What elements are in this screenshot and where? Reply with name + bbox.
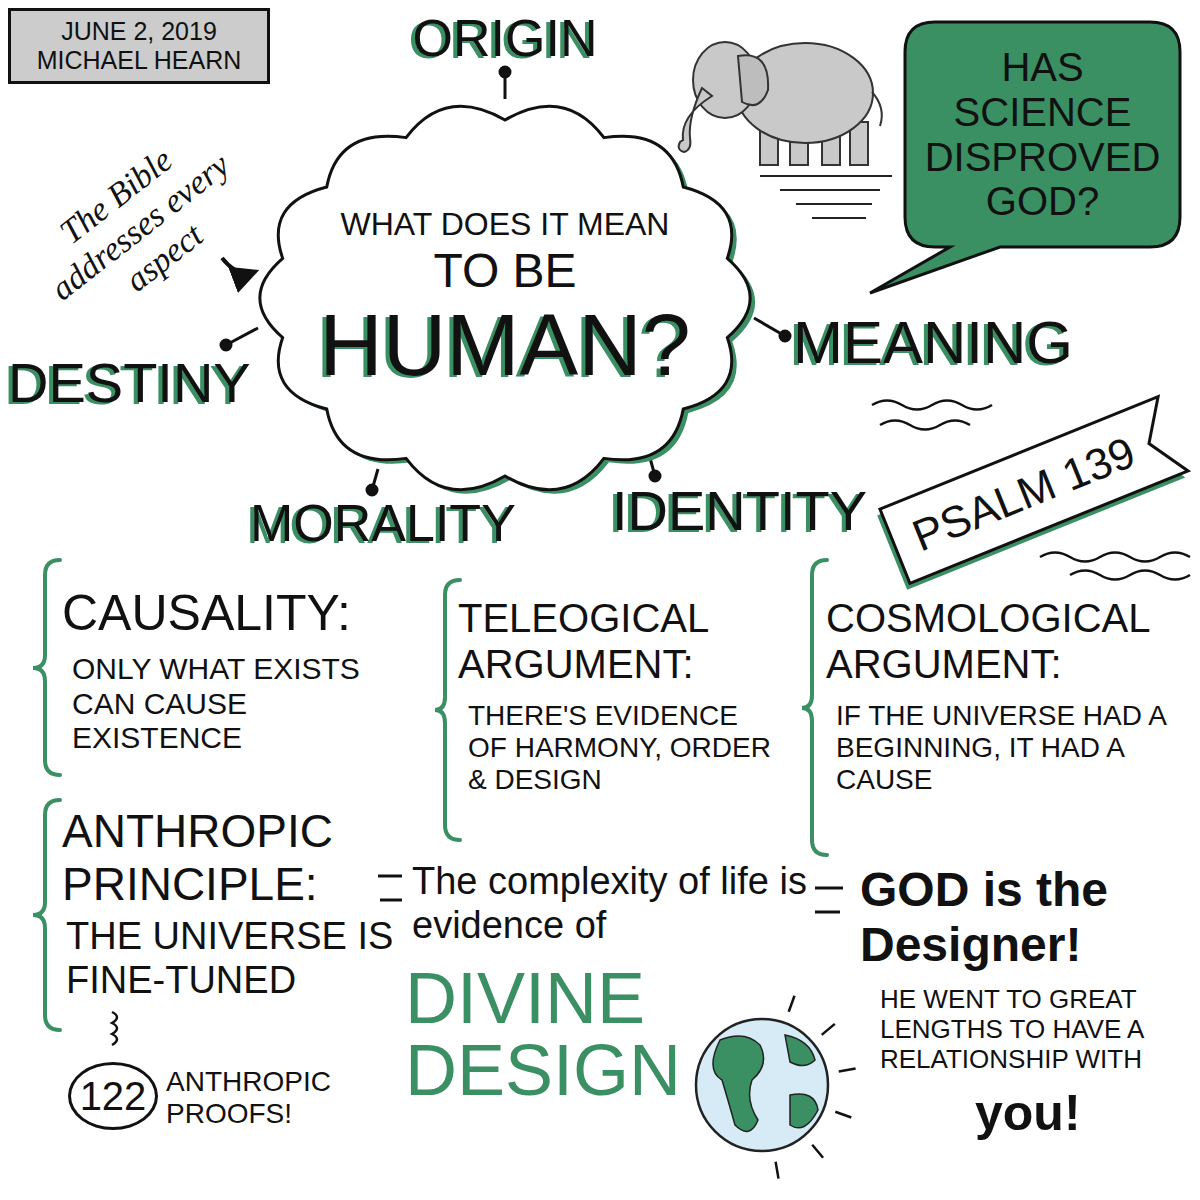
argument-body: THERE'S EVIDENCE OF HARMONY, ORDER & DES… [468, 700, 778, 797]
emphasis-text: you! [975, 1085, 1125, 1143]
argument-heading: TELEOGICAL ARGUMENT: [458, 595, 778, 687]
count-circle: 122 [68, 1062, 158, 1130]
topic-word: MEANING [793, 310, 1093, 376]
curly-brackets [33, 560, 827, 1030]
earth-illustration [696, 996, 856, 1179]
topic-word: IDENTITY [612, 480, 882, 542]
side-note: The Bible addresses every aspect [17, 113, 263, 341]
elephant-body [737, 43, 873, 143]
statement-body: HE WENT TO GREAT LENGTHS TO HAVE A RELAT… [880, 985, 1190, 1075]
node-text: 122 [80, 1076, 147, 1116]
statement-heading: GOD is the Designer! [860, 862, 1190, 972]
elephant-illustration [679, 42, 882, 165]
node-text: WHAT DOES IT MEAN [341, 205, 670, 243]
leader-lines [221, 67, 790, 495]
argument-body: ONLY WHAT EXISTS CAN CAUSE EXISTENCE [72, 652, 422, 756]
scripture-banner: PSALM 139 [880, 397, 1188, 584]
argument-body: THE UNIVERSE IS FINE-TUNED [66, 915, 406, 1002]
node-text: HUMAN? [319, 299, 691, 391]
squiggle-link [112, 1012, 117, 1045]
bubble-outline [870, 22, 1180, 293]
elephant-tail [872, 92, 882, 126]
pointer-arrow [222, 258, 254, 273]
argument-heading: COSMOLOGICAL ARGUMENT: [826, 595, 1186, 687]
elephant-trunk [679, 88, 712, 152]
question-cloud: WHAT DOES IT MEANTO BEHUMAN? [255, 98, 755, 498]
argument-heading: ANTHROPIC PRINCIPLE: [62, 805, 392, 911]
argument-heading: CAUSALITY: [62, 585, 422, 643]
topic-word: ORIGIN [400, 10, 610, 67]
date-box: JUNE 2, 2019 MICHAEL HEARN [8, 8, 270, 84]
emphasis-text: DIVINE DESIGN [405, 962, 695, 1106]
banner-outline [880, 397, 1188, 584]
speech-bubble: HAS SCIENCE DISPROVED GOD? [905, 22, 1180, 247]
statement-text: The complexity of life is evidence of [412, 860, 807, 947]
note-text: ANTHROPIC PROOFS! [166, 1066, 376, 1130]
cloud-outline [260, 106, 750, 490]
node-text: JUNE 2, 2019 MICHAEL HEARN [21, 17, 257, 75]
topic-word: MORALITY [250, 495, 540, 552]
argument-body: IF THE UNIVERSE HAD A BEGINNING, IT HAD … [836, 700, 1176, 797]
node-text: HAS SCIENCE DISPROVED GOD? [920, 45, 1165, 224]
topic-word: DESTINY [8, 352, 273, 414]
node-text: TO BE [433, 243, 576, 298]
ground-lines [760, 176, 892, 218]
elephant-ear [738, 55, 768, 105]
